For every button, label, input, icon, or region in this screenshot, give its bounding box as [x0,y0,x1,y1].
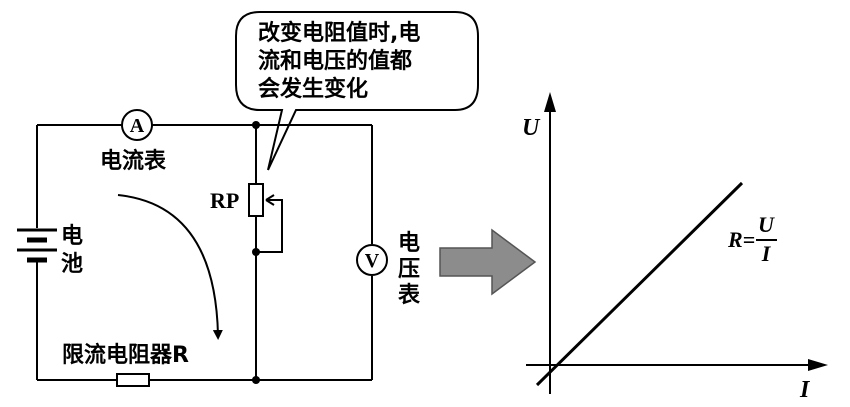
formula-prefix: R= [727,227,755,252]
voltmeter: V [356,244,388,276]
formula-denominator: I [761,241,772,266]
ammeter-label: 电流表 [100,148,167,174]
rheostat-label: RP [210,188,239,213]
battery-label-line-1: 电 [61,224,83,249]
bubble-outline [235,11,479,171]
voltmeter-label-line-2: 压 [398,257,420,282]
resistance-formula: R= U I [727,212,777,266]
bubble-text-line-3: 会发生变化 [258,76,368,102]
junction-dot [252,121,260,129]
battery-icon [17,228,57,263]
rheostat-wiper-arrow [265,194,275,206]
proportional-line [535,181,744,387]
x-axis-arrow-icon [808,359,828,371]
speech-bubble: 改变电阻值时,电 流和电压的值都 会发生变化 [235,11,479,171]
voltmeter-icon [356,244,388,276]
transition-arrow-icon [439,228,537,296]
rheostat-wiper-wire [256,199,283,253]
ammeter: A [121,109,153,141]
junction-dot [252,376,260,384]
ui-graph [526,92,828,394]
bubble-text-line-1: 改变电阻值时,电 [258,20,420,46]
y-axis-arrow-icon [544,92,556,112]
resistor-icon [116,373,150,387]
rheostat-icon [248,183,264,217]
formula-numerator: U [758,212,775,237]
voltmeter-label-line-1: 电 [398,231,420,256]
battery-label-line-2: 池 [61,252,83,277]
x-axis-label: I [799,377,811,403]
junction-dot [252,248,260,256]
bubble-text-line-2: 流和电压的值都 [258,48,412,74]
y-axis-label: U [522,115,541,141]
junctions [252,121,260,384]
voltmeter-symbol: V [365,250,380,272]
resistor-label: 限流电阻器R [62,342,189,368]
ammeter-icon [121,109,153,141]
ammeter-symbol: A [130,115,145,137]
current-direction-arrow-icon [117,194,223,340]
circuit [36,124,373,381]
voltmeter-label-line-3: 表 [398,283,421,308]
